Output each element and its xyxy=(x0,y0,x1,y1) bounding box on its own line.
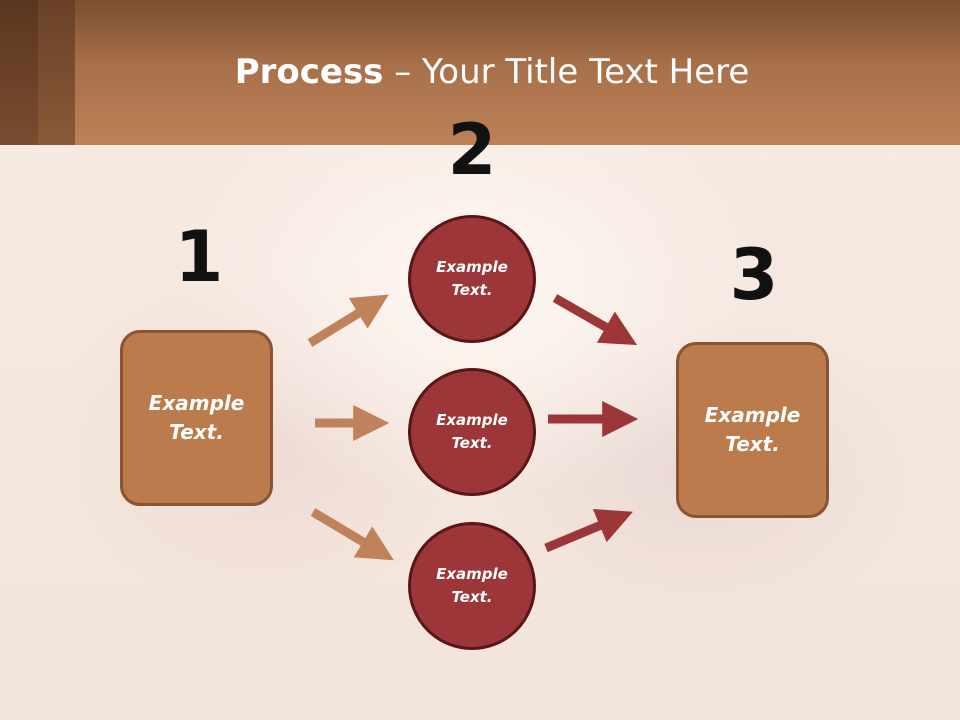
arrow-top-to-right xyxy=(552,294,638,346)
arrow-left-to-top xyxy=(307,294,389,347)
process-circle-top: Example Text. xyxy=(408,215,536,343)
header-accent-strip xyxy=(0,0,38,145)
arrow-left-to-bottom xyxy=(310,508,394,561)
process-circle-bottom-text: Example Text. xyxy=(436,565,508,606)
title-rest: – Your Title Text Here xyxy=(383,52,750,92)
process-circle-middle: Example Text. xyxy=(408,368,536,496)
process-box-right-text: Example Text. xyxy=(704,403,801,456)
arrow-bottom-to-right xyxy=(544,509,633,553)
title-bold: Process xyxy=(234,52,384,92)
process-circle-middle-text: Example Text. xyxy=(436,411,508,452)
step-number-3: 3 xyxy=(729,234,779,316)
step-number-2: 2 xyxy=(447,109,497,191)
step-number-1: 1 xyxy=(174,216,224,298)
header-accent-strip xyxy=(38,0,75,145)
process-box-left: Example Text. xyxy=(120,330,273,506)
process-circle-top-text: Example Text. xyxy=(436,258,508,299)
process-circle-bottom: Example Text. xyxy=(408,522,536,650)
header-banner: Process – Your Title Text Here xyxy=(0,0,960,145)
process-box-left-text: Example Text. xyxy=(148,391,245,444)
process-box-right: Example Text. xyxy=(676,342,829,518)
slide-title: Process – Your Title Text Here xyxy=(0,52,960,92)
